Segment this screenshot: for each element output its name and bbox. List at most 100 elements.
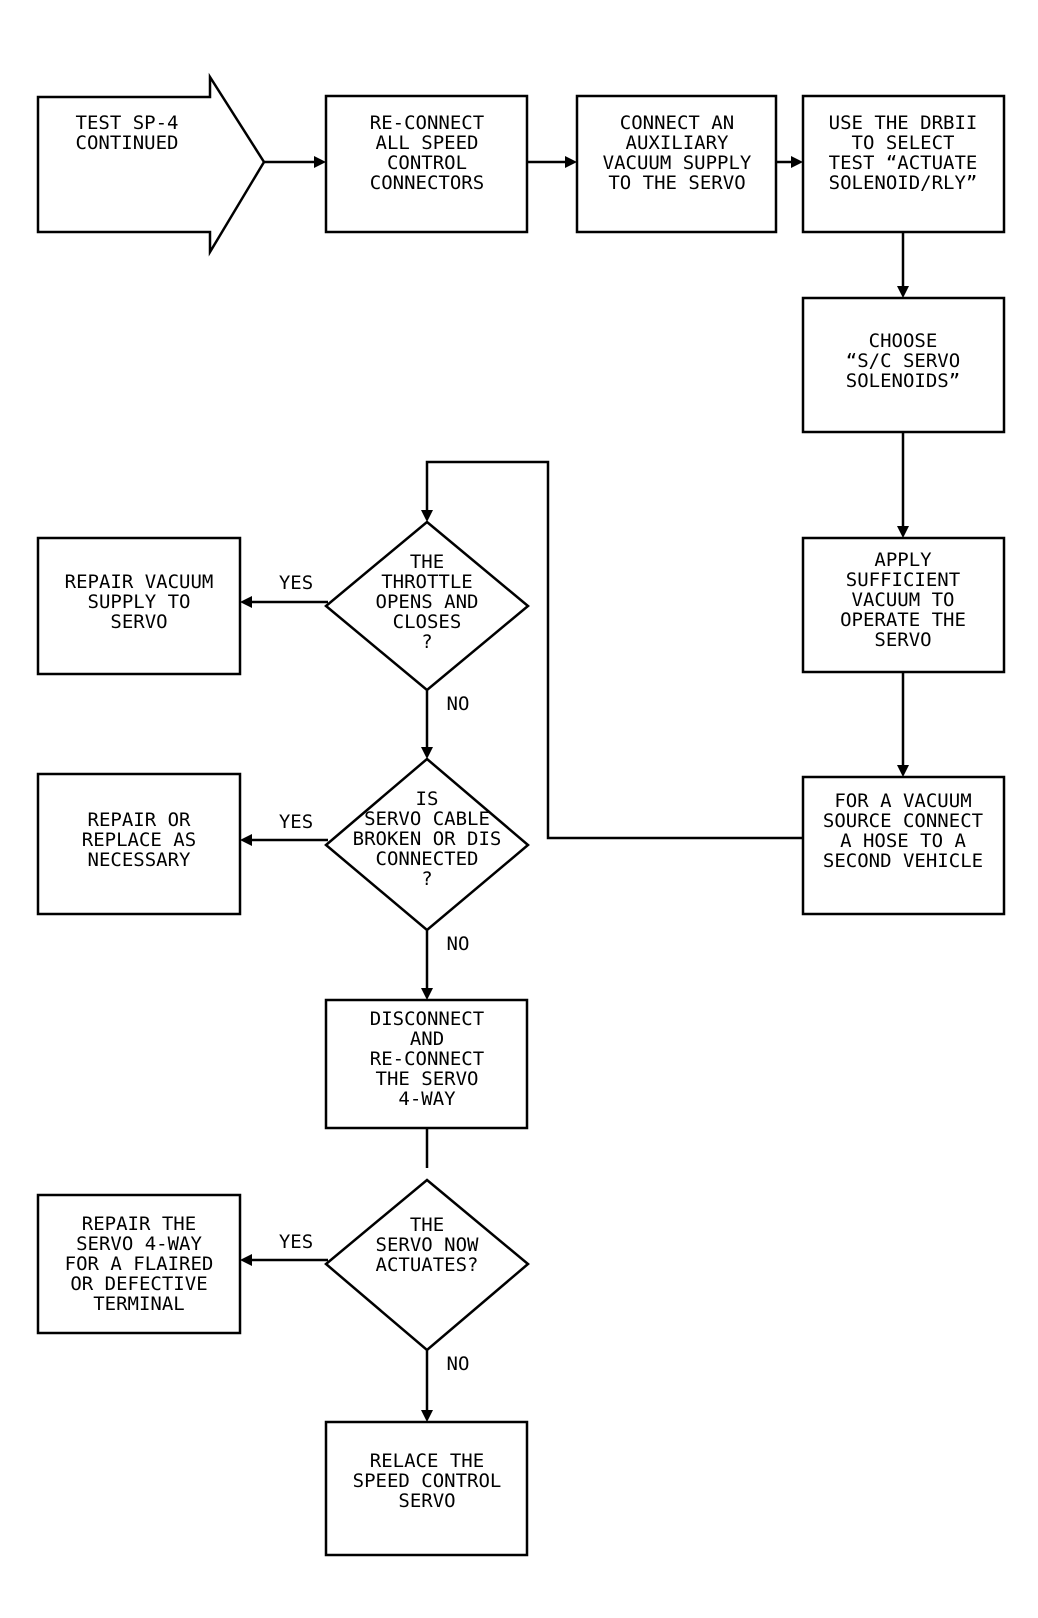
edge-label-throttle-no: NO xyxy=(447,693,470,715)
arrowheads xyxy=(240,156,909,1422)
label-line: IS xyxy=(416,788,439,810)
label-line: SUFFICIENT xyxy=(846,569,960,591)
label-line: OR DEFECTIVE xyxy=(70,1273,207,1295)
label-line: APPLY xyxy=(874,549,932,571)
outcome-repair-4way-box xyxy=(36,1193,242,1335)
label-line: 4-WAY xyxy=(398,1088,456,1110)
arrowhead-right xyxy=(791,156,803,168)
decision-actuates-diamond xyxy=(324,1178,530,1352)
decision-cable-diamond xyxy=(324,757,530,932)
outcome-repair-replace-box xyxy=(36,772,242,916)
step-replace-servo-box xyxy=(324,1420,529,1557)
label-line: TEST “ACTUATE xyxy=(829,152,978,174)
label-line: SERVO NOW xyxy=(376,1234,480,1256)
label-line: “S/C SERVO xyxy=(846,350,960,372)
label-line: ALL SPEED xyxy=(376,132,479,154)
step-apply-vacuum-box xyxy=(801,536,1006,674)
label-line: RE-CONNECT xyxy=(370,112,484,134)
arrowhead-down xyxy=(421,510,433,522)
label-line: CONTROL xyxy=(387,152,467,174)
label-line: CHOOSE xyxy=(869,330,938,352)
label-line: FOR A FLAIRED xyxy=(65,1253,214,1275)
arrowhead-down xyxy=(897,765,909,777)
label-line: TO SELECT xyxy=(852,132,955,154)
label-line: TO THE SERVO xyxy=(608,172,745,194)
label-line: THE xyxy=(410,551,444,573)
label-line: AUXILIARY xyxy=(626,132,730,154)
step-choose-box xyxy=(801,296,1006,434)
label-line: SOLENOID/RLY” xyxy=(829,172,978,194)
step-vacuum-source-box xyxy=(801,775,1006,916)
arrowhead-left xyxy=(240,596,252,608)
label-line: REPAIR VACUUM xyxy=(65,571,214,593)
arrowhead-left xyxy=(240,834,252,846)
label-line: ? xyxy=(421,631,432,653)
arrowhead-left xyxy=(240,1254,252,1266)
label-line: REPAIR THE xyxy=(82,1213,196,1235)
label-line: VACUUM SUPPLY xyxy=(603,152,752,174)
label-line: CONTINUED xyxy=(76,132,179,154)
label-line: SPEED CONTROL xyxy=(353,1470,502,1492)
label-line: THROTTLE xyxy=(381,571,473,593)
label-line: ? xyxy=(421,868,432,890)
label-line: ACTUATES? xyxy=(376,1254,479,1276)
edge-label-actuates-no: NO xyxy=(447,1353,470,1375)
step-reconnect-box xyxy=(324,94,529,234)
label-line: RE-CONNECT xyxy=(370,1048,484,1070)
edge-labels: YES NO YES NO YES NO xyxy=(279,572,470,1375)
label-line: TERMINAL xyxy=(93,1293,185,1315)
label-line: THE SERVO xyxy=(376,1068,479,1090)
label-line: SOURCE CONNECT xyxy=(823,810,983,832)
label-line: SERVO 4-WAY xyxy=(76,1233,202,1255)
start-arrow-shape xyxy=(36,72,266,257)
outcome-repair-vacuum-box xyxy=(36,536,242,676)
edge-label-throttle-yes: YES xyxy=(279,572,313,594)
connectors xyxy=(246,160,905,1410)
label-line: FOR A VACUUM xyxy=(834,790,971,812)
arrowhead-right xyxy=(314,156,326,168)
label-line: CLOSES xyxy=(393,611,462,633)
edge-label-cable-no: NO xyxy=(447,933,470,955)
label-line: AND xyxy=(410,1028,444,1050)
step-disconnect-box xyxy=(324,998,529,1130)
label-line: CONNECT AN xyxy=(620,112,734,134)
label-line: CONNECTED xyxy=(376,848,479,870)
label-line: TEST SP-4 xyxy=(76,112,179,134)
label-line: THE xyxy=(410,1214,444,1236)
label-line: OPERATE THE xyxy=(840,609,966,631)
label-line: A HOSE TO A xyxy=(840,830,966,852)
arrowhead-down xyxy=(421,1410,433,1422)
label-line: SECOND VEHICLE xyxy=(823,850,983,872)
label-line: VACUUM TO xyxy=(852,589,955,611)
label-line: SUPPLY TO xyxy=(88,591,191,613)
edge-label-cable-yes: YES xyxy=(279,811,313,833)
label-line: REPAIR OR xyxy=(88,809,192,831)
label-line: DISCONNECT xyxy=(370,1008,484,1030)
decision-throttle-diamond xyxy=(324,520,530,692)
label-line: REPLACE AS xyxy=(82,829,196,851)
label-line: SERVO xyxy=(398,1490,455,1512)
label-line: RELACE THE xyxy=(370,1450,484,1472)
label-line: OPENS AND xyxy=(376,591,479,613)
label-line: CONNECTORS xyxy=(370,172,484,194)
edge-label-actuates-yes: YES xyxy=(279,1231,313,1253)
arrowhead-down xyxy=(897,526,909,538)
step-aux-vacuum-box xyxy=(575,94,778,234)
arrowhead-right xyxy=(565,156,577,168)
label-line: SERVO xyxy=(110,611,167,633)
arrowhead-down xyxy=(421,747,433,759)
